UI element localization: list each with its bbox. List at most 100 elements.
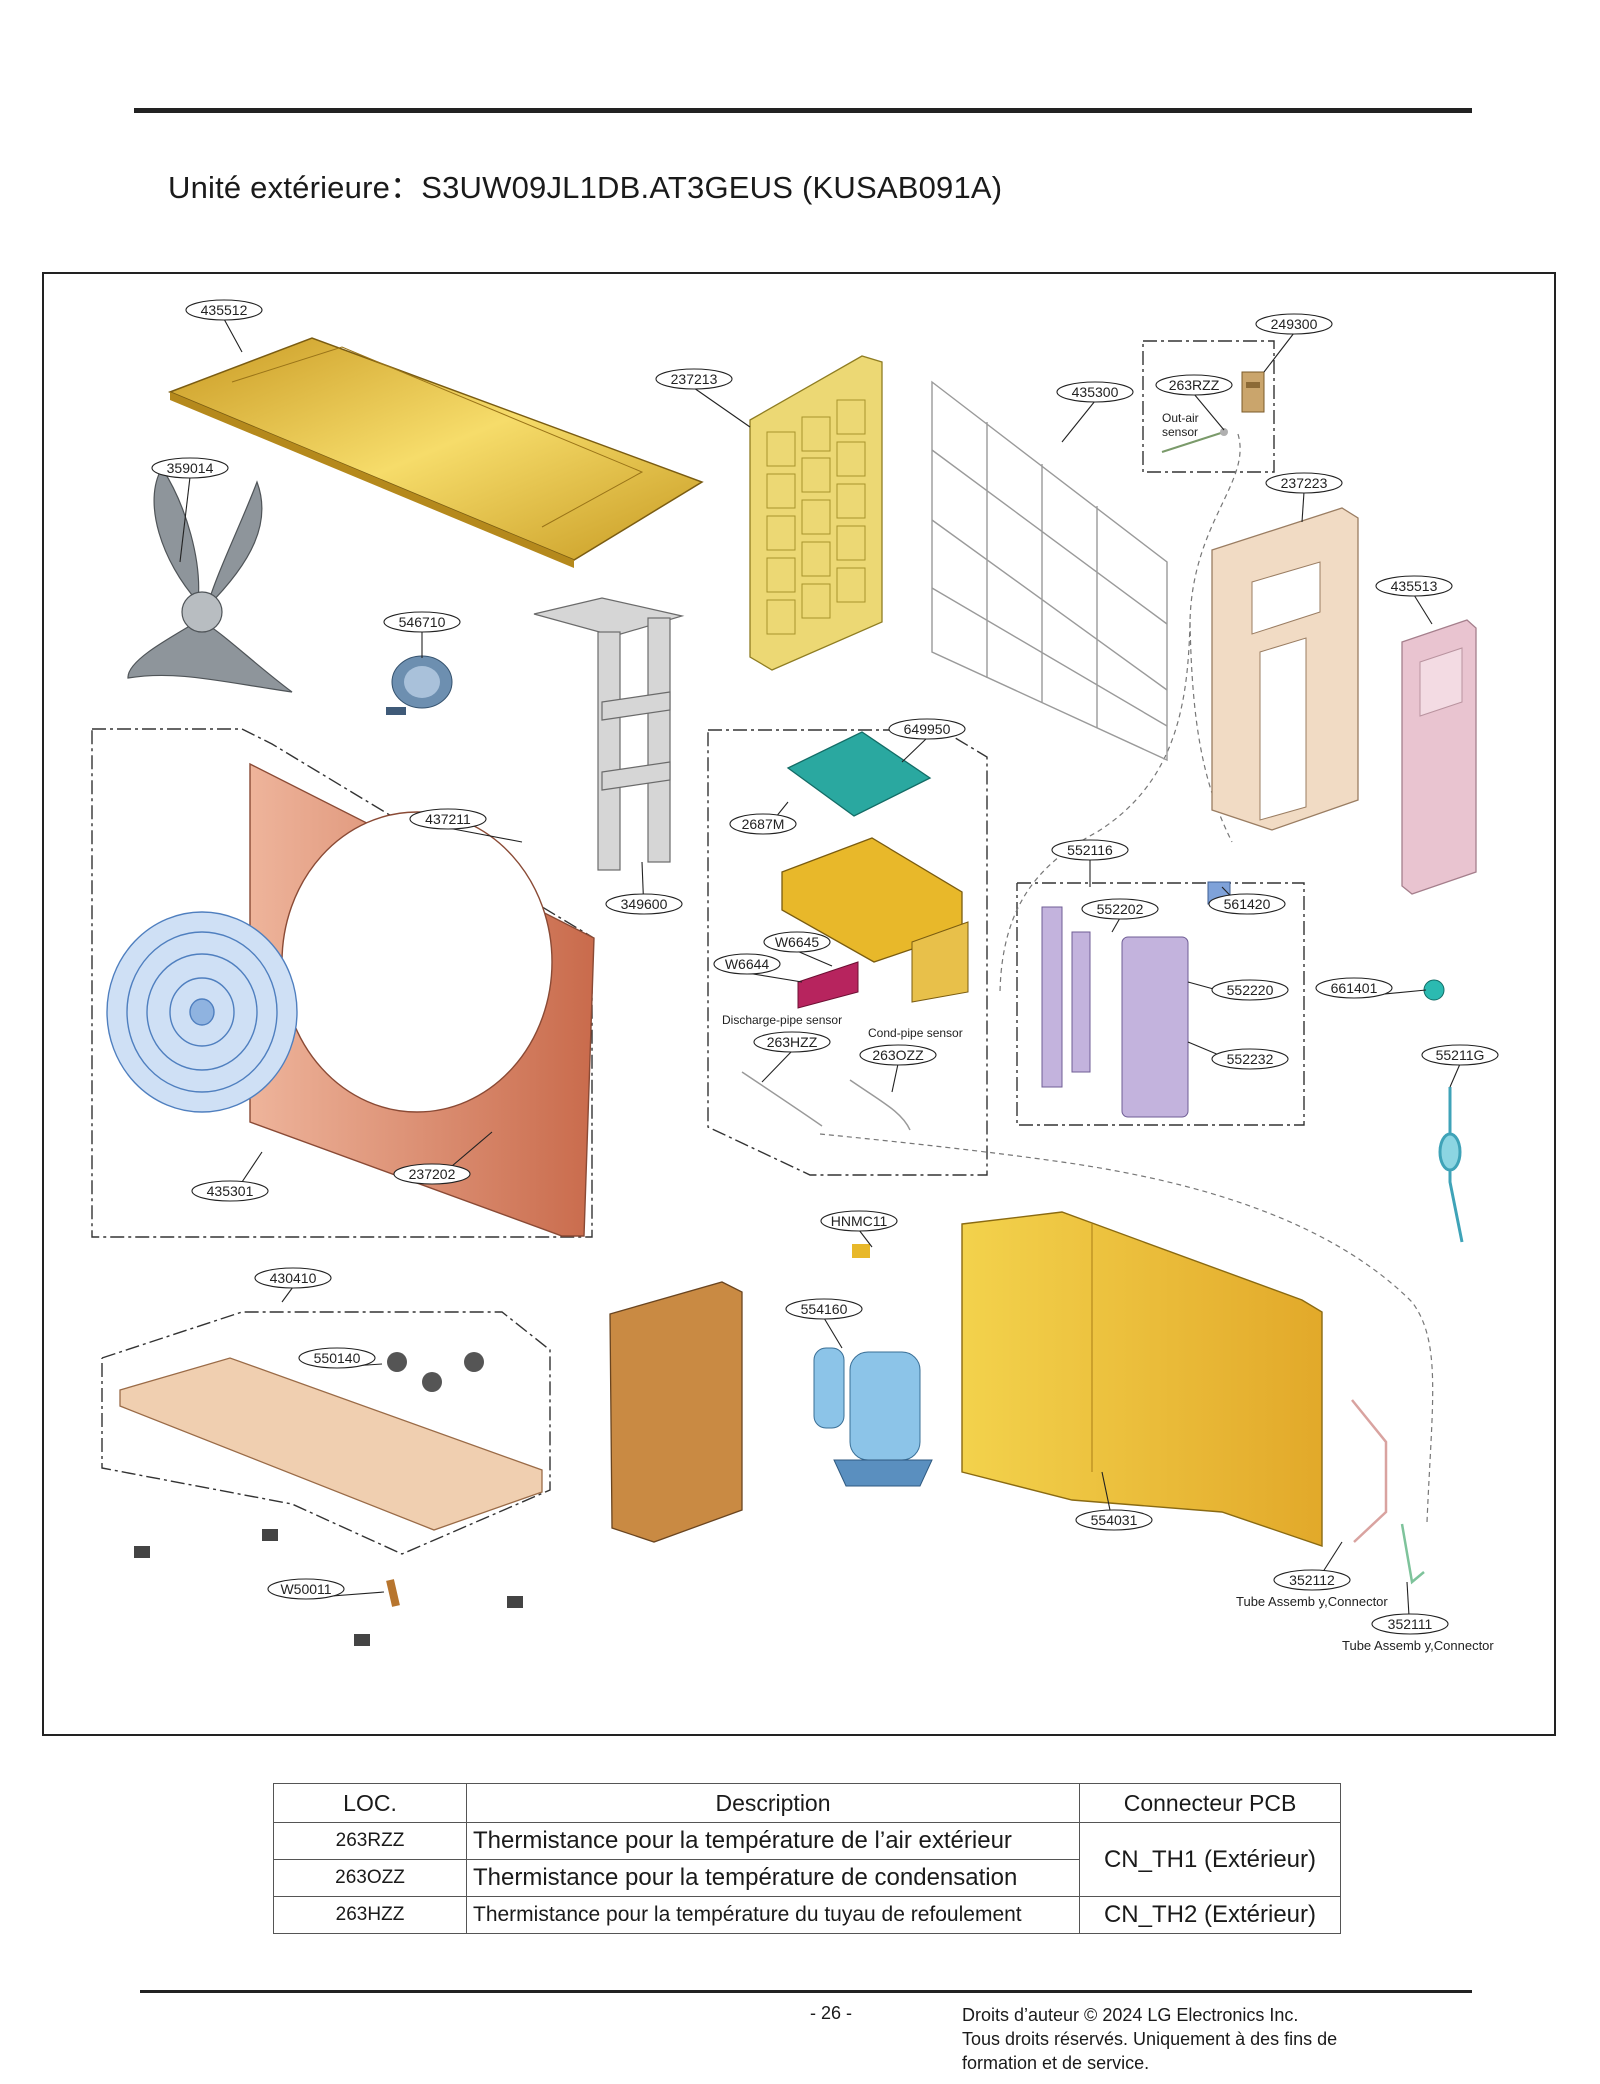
part-pipe-55211G [1438,1087,1464,1243]
callout-bubble [1056,381,1134,403]
callout-bubble [1315,977,1393,999]
cell-loc: 263RZZ [273,1822,467,1860]
callout-leader [693,387,751,428]
callout-label-552220: 552220 [1227,982,1274,998]
callout-bubble [605,893,683,915]
callout-label-546710: 546710 [399,614,446,630]
callout-leader [746,972,803,983]
callout-label-435301: 435301 [207,1183,254,1199]
callout-bubble [785,1298,863,1320]
copyright-line: Droits d’auteur © 2024 LG Electronics In… [962,2005,1299,2025]
cell-description: Thermistance pour la température du tuya… [466,1896,1080,1934]
callout-label-w50011: W50011 [280,1581,331,1597]
callout-bubble [393,1163,471,1185]
callout-leader [1263,332,1295,373]
part-base-pan [119,1352,543,1646]
part-bracket [533,597,685,871]
callout-label-435512: 435512 [201,302,248,318]
callout-label-352112: 352112 [1289,1572,1335,1588]
bottom-rule [140,1990,1472,1993]
callout-bubble [298,1347,376,1369]
callout-label-237213: 237213 [671,371,718,387]
callout-bubble [1081,898,1159,920]
callout-label-359014: 359014 [167,460,214,476]
sensor-notes: Out-air sensor Discharge-pipe sensor Con… [722,411,1494,1653]
callout-bubble [185,299,263,321]
part-connector-tubes [1351,1399,1425,1585]
callout-label-263ozz: 263OZZ [872,1047,924,1063]
callout-bubble [409,808,487,830]
copyright-line: Tous droits réservés. Uniquement à des f… [962,2029,1338,2049]
callout-leader [891,1063,899,1093]
callout-label-661401: 661401 [1331,980,1378,996]
callout-label-552202: 552202 [1097,901,1144,917]
callout-leader [1301,491,1305,523]
part-front-panel [249,762,595,1237]
callout-bubble [1371,1613,1449,1635]
callout-bubble [1051,839,1129,861]
callout-label-249300: 249300 [1271,316,1318,332]
part-control-box [741,731,969,1131]
top-rule [134,108,1472,113]
callout-bubble [1211,1048,1289,1070]
callout-labels: 435512359014546710237213435300249300263R… [151,299,1499,1635]
part-top-cover [167,337,704,568]
callout-leader [1111,917,1121,933]
callout-label-552116: 552116 [1067,842,1113,858]
callout-bubble [1155,374,1233,396]
cell-loc: 263HZZ [273,1896,467,1934]
callout-leader [823,1317,843,1349]
callout-leader [761,1050,793,1083]
wire-paths [819,433,1434,1523]
part-661401 [1423,979,1445,1001]
callout-label-2687m: 2687M [742,816,785,832]
callout-leader [223,318,243,353]
callout-leader [858,1229,873,1248]
part-side-cover [1401,619,1477,895]
callout-bubble [820,1210,898,1232]
cell-connector: CN_TH2 (Extérieur) [1079,1896,1341,1934]
callout-bubble [191,1180,269,1202]
callout-label-435300: 435300 [1072,384,1119,400]
callout-label-550140: 550140 [314,1350,361,1366]
part-terminal-block [1161,371,1265,453]
callout-label-w6645: W6645 [775,934,820,950]
out-air-label-2: sensor [1162,425,1198,439]
header-description: Description [466,1783,1080,1823]
cell-description: Thermistance pour la température de cond… [466,1859,1080,1897]
callout-bubble [763,931,831,953]
part-compressor [813,1244,933,1487]
part-condenser [961,1211,1323,1547]
tube-connector-label-1: Tube Assemb y,Connector [1236,1594,1388,1609]
callout-label-237223: 237223 [1281,475,1328,491]
part-fan-grille [106,911,298,1113]
callout-label-430410: 430410 [270,1270,317,1286]
callout-bubble [1208,893,1286,915]
callout-label-437211: 437211 [425,811,471,827]
callout-bubble [1075,1509,1153,1531]
out-air-label-1: Out-air [1162,411,1199,425]
header-connector: Connecteur PCB [1079,1783,1341,1823]
callout-leader [1413,594,1433,625]
callout-bubble [888,718,966,740]
cell-loc: 263OZZ [273,1859,467,1897]
callout-bubble [729,813,797,835]
callout-label-w6644: W6644 [725,956,770,972]
cond-pipe-label: Cond-pipe sensor [868,1026,963,1040]
callout-leader [901,737,928,763]
callout-label-435513: 435513 [1391,578,1438,594]
callout-leader [1193,393,1225,431]
part-rear-grille [749,355,883,671]
callout-bubble [859,1044,937,1066]
callout-bubble [151,457,229,479]
part-side-panel [1211,507,1359,831]
part-barrier [609,1281,743,1543]
callout-bubble [1255,313,1333,335]
thermistor-table: LOC. Description Connecteur PCB 263RZZ T… [273,1783,1341,1934]
callout-bubble [1421,1044,1499,1066]
callout-bubble [1211,979,1289,1001]
callout-label-hnmc11: HNMC11 [831,1213,888,1229]
discharge-pipe-label: Discharge-pipe sensor [722,1013,842,1027]
callout-bubble [713,953,781,975]
callout-bubble [267,1578,345,1600]
